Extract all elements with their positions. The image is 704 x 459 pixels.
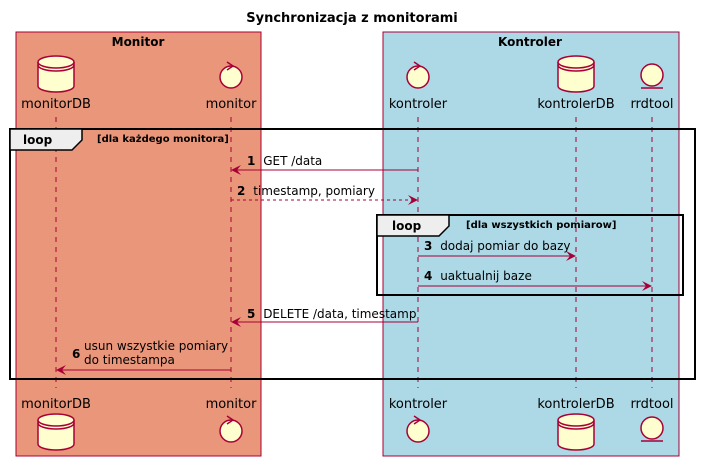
loop-frame-inner-keyword: loop	[392, 219, 422, 233]
participant-kontroler-top: kontroler	[389, 61, 448, 112]
control-icon	[219, 61, 243, 89]
participant-rrdtool-bottom: rrdtool	[630, 397, 674, 442]
loop-frame-inner-condition: [dla wszystkich pomiarow]	[466, 220, 617, 231]
entity-icon	[640, 416, 664, 442]
loop-frame-outer-condition: [dla każdego monitora]	[97, 134, 229, 145]
svg-text:2 timestamp, pomiary: 2 timestamp, pomiary	[237, 184, 375, 198]
participant-label-monitorDB: monitorDB	[21, 97, 91, 112]
entity-icon	[640, 63, 664, 89]
participant-label-rrdtool: rrdtool	[630, 397, 673, 412]
message-6-number: 6	[72, 347, 80, 361]
participant-label-kontrolerDB: kontrolerDB	[537, 97, 614, 112]
message-2: 2 timestamp, pomiary	[231, 184, 418, 205]
loop-frame-inner-border	[376, 214, 684, 296]
box-monitor-background	[15, 31, 262, 457]
participant-monitor-bottom: monitor	[206, 397, 258, 443]
participant-label-monitor: monitor	[206, 97, 258, 112]
participant-rrdtool-top: rrdtool	[630, 63, 674, 112]
message-6-label-line-2: do timestampa	[84, 353, 175, 367]
svg-text:5 DELETE /data, timestam: 5 DELETE /data, timestamp	[247, 307, 416, 321]
control-icon	[406, 61, 430, 89]
participant-label-kontrolerDB: kontrolerDB	[537, 397, 614, 412]
loop-frame-inner: loop [dla wszystkich pomiarow]	[376, 214, 684, 296]
message-6-label-line-1: usun wszystkie pomiary	[84, 339, 228, 353]
message-4: 4 uaktualnij baze	[418, 269, 652, 291]
participant-label-kontroler: kontroler	[389, 397, 448, 412]
box-kontroler: Kontroler	[382, 31, 680, 457]
participant-label-rrdtool: rrdtool	[630, 97, 673, 112]
participant-label-monitorDB: monitorDB	[21, 397, 91, 412]
message-2-label: timestamp, pomiary	[253, 184, 375, 198]
participant-kontrolerDB-bottom: kontrolerDB	[537, 397, 615, 451]
message-5-label: DELETE /data, timestamp	[263, 307, 416, 321]
message-6: 6 usun wszystkie pomiary do timestampa	[56, 339, 231, 375]
database-icon	[37, 55, 75, 93]
svg-text:1 GET /data: 1 GET /data	[247, 154, 322, 168]
participant-label-monitor: monitor	[206, 397, 258, 412]
svg-text:4 uaktualnij baze: 4 uaktualnij baze	[424, 269, 532, 283]
message-4-number: 4	[424, 269, 432, 283]
svg-text:3 dodaj pomiar do bazy: 3 dodaj pomiar do bazy	[424, 239, 571, 253]
participant-monitorDB-top: monitorDB	[21, 55, 91, 112]
box-monitor-title: Monitor	[112, 35, 165, 49]
database-icon	[557, 413, 595, 451]
control-icon	[219, 415, 243, 443]
message-2-number: 2	[237, 184, 245, 198]
message-1-number: 1	[247, 154, 255, 168]
participant-label-kontroler: kontroler	[389, 97, 448, 112]
diagram-title: Synchronizacja z monitorami	[246, 11, 458, 26]
participant-kontroler-bottom: kontroler	[389, 397, 448, 443]
loop-frame-outer-keyword: loop	[23, 133, 53, 147]
box-kontroler-title: Kontroler	[498, 35, 562, 49]
control-icon	[406, 415, 430, 443]
participant-monitor-top: monitor	[206, 61, 258, 112]
participant-kontrolerDB-top: kontrolerDB	[537, 55, 615, 112]
loop-frame-outer: loop [dla każdego monitora]	[9, 128, 696, 380]
loop-frame-outer-tab	[9, 128, 83, 151]
box-monitor: Monitor	[15, 31, 262, 457]
loop-frame-inner-tab	[376, 214, 450, 237]
database-icon	[37, 413, 75, 451]
message-1: 1 GET /data	[231, 154, 418, 175]
message-5: 5 DELETE /data, timestamp	[231, 307, 418, 327]
message-3-number: 3	[424, 239, 432, 253]
message-1-label: GET /data	[263, 154, 322, 168]
loop-frame-outer-border	[9, 128, 696, 380]
message-4-label: uaktualnij baze	[440, 269, 532, 283]
message-3-label: dodaj pomiar do bazy	[440, 239, 570, 253]
message-3: 3 dodaj pomiar do bazy	[418, 239, 576, 261]
database-icon	[557, 55, 595, 93]
box-kontroler-background	[382, 31, 680, 457]
participant-monitorDB-bottom: monitorDB	[21, 397, 91, 451]
message-5-number: 5	[247, 307, 255, 321]
